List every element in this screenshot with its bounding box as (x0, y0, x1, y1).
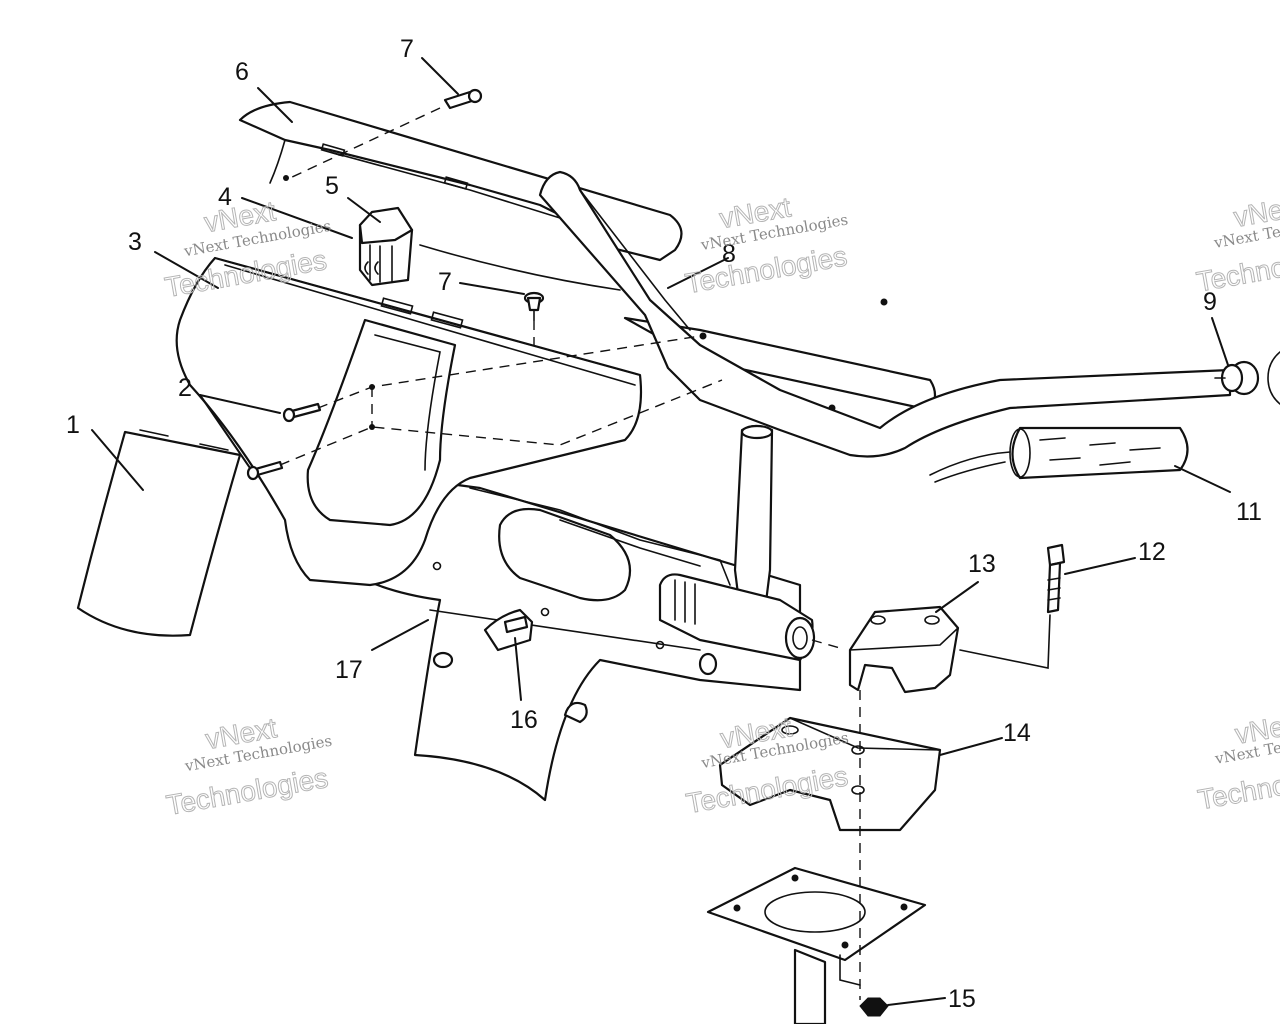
callout-16: 16 (510, 706, 538, 734)
callout-3: 3 (128, 228, 142, 256)
callout-5: 5 (325, 172, 339, 200)
part-13-upper-clamp (848, 605, 960, 694)
callout-17: 17 (335, 656, 363, 684)
callout-12: 12 (1138, 538, 1166, 566)
callout-14: 14 (1003, 719, 1031, 747)
callout-4: 4 (218, 183, 232, 211)
callout-15: 15 (948, 985, 976, 1013)
callout-2: 2 (178, 374, 192, 402)
steering-base-plate (706, 866, 927, 1024)
part-11-grip (929, 426, 1189, 483)
part-15-nut (859, 997, 889, 1017)
part-8-handlebar (538, 170, 1232, 458)
callout-13: 13 (968, 550, 996, 578)
callout-8: 8 (722, 240, 736, 268)
part-7-screw-mid (523, 291, 545, 321)
callout-9: 9 (1203, 288, 1217, 316)
part-7-screw-top (443, 88, 483, 110)
callout-labels: 7 6 5 4 3 8 7 9 2 1 11 12 13 17 16 14 15 (66, 35, 1262, 1013)
part-3-front-cowl (175, 256, 643, 587)
part-2-screws (246, 402, 322, 481)
svg-text:Technologies: Technologies (1195, 756, 1280, 815)
callout-1: 1 (66, 411, 80, 439)
part-9-bar-end-plug (1220, 351, 1280, 405)
watermark-upper-center: vNext Technologies vNext Technologies (682, 191, 849, 300)
callout-7-top: 7 (400, 35, 414, 63)
handlebar-stem (658, 424, 816, 662)
callout-6: 6 (235, 58, 249, 86)
part-4-5-switch (358, 206, 414, 287)
part-12-bolt (1046, 543, 1066, 614)
assembly-lines (279, 107, 1226, 1000)
watermark-upper-right: vNext Technologies vNext Technologies (1194, 190, 1280, 298)
watermark-lower-right: vNext Technologies vNext Technologies (1195, 706, 1280, 815)
part-16-switch (483, 608, 534, 652)
leader-lines (91, 57, 1231, 1006)
part-14-lower-clamp (718, 716, 942, 832)
callout-11: 11 (1236, 498, 1262, 526)
watermark-lower-left: vNext Technologies vNext Technologies (163, 712, 333, 822)
callout-7-mid: 7 (438, 268, 452, 296)
part-1-headlight-lens (76, 429, 242, 637)
